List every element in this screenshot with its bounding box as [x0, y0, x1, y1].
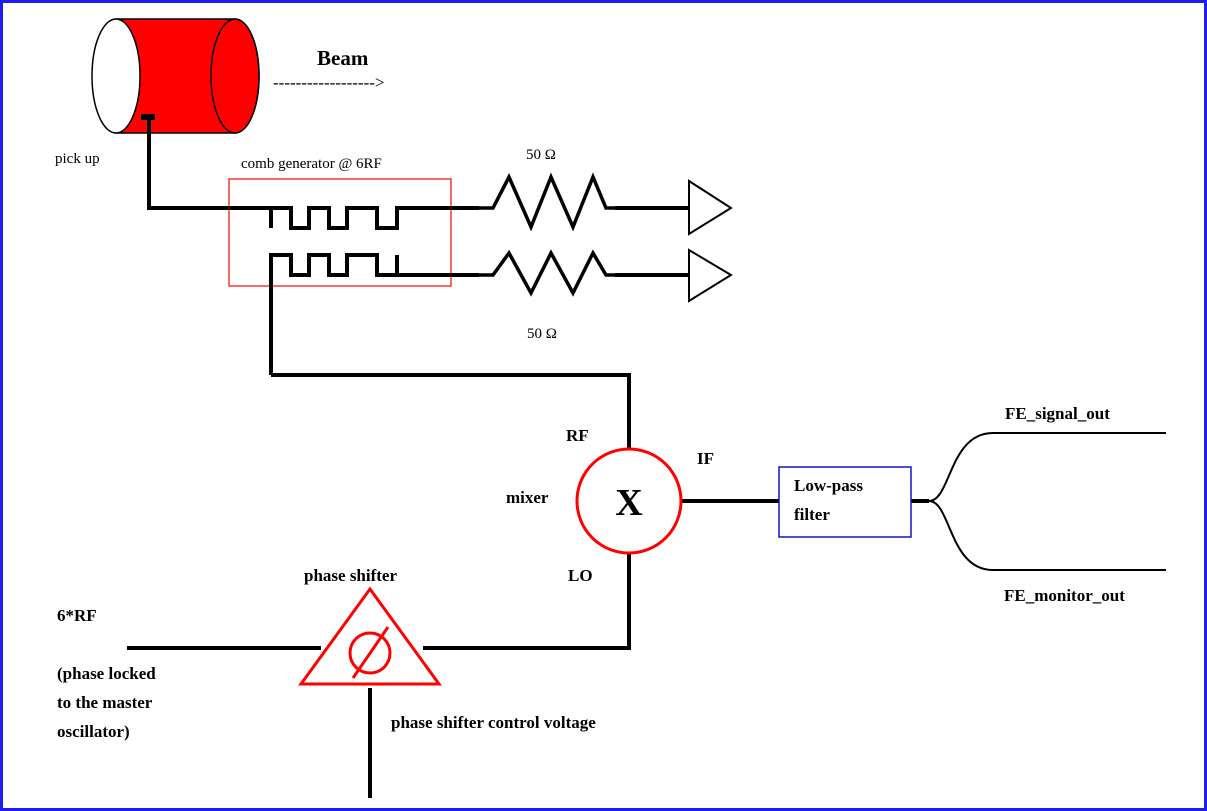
- resistor-top: [479, 172, 615, 232]
- phase-shifter-label: phase shifter: [304, 566, 397, 585]
- mixer-rf-port-label: RF: [566, 426, 589, 445]
- block-diagram: Beam ------------------> pick up comb ge…: [55, 18, 1166, 798]
- mixer-if-port-label: IF: [697, 449, 714, 468]
- mixer-circle: [575, 447, 683, 555]
- comb-generator-label: comb generator @ 6RF: [241, 156, 382, 172]
- comb-line-bottom: [269, 253, 479, 375]
- comb-line-top: [269, 206, 479, 230]
- pickup-wire: [147, 117, 271, 210]
- source-label: 6*RF: [57, 606, 97, 625]
- mixer-lo-port-label: LO: [568, 566, 593, 585]
- pickup-label: pick up: [55, 151, 100, 167]
- monitor-out-line: [928, 500, 1166, 571]
- phase-shifter-triangle: [298, 586, 442, 686]
- low-pass-filter-box: [778, 466, 912, 538]
- comb-generator-box: [228, 178, 452, 287]
- lo-wire: [423, 553, 631, 650]
- resistor-bottom: [479, 249, 615, 297]
- signal-out-line: [928, 432, 1166, 502]
- resistor-top-label: 50 Ω: [526, 147, 556, 163]
- source-note-line-3: oscillator): [57, 722, 130, 741]
- rf-wire: [271, 373, 631, 449]
- phase-shifter-control-label: phase shifter control voltage: [391, 713, 596, 732]
- mixer-symbol: X: [615, 482, 642, 524]
- source-note-line-1: (phase locked: [57, 664, 156, 683]
- pickup-cylinder: [91, 18, 260, 134]
- beam-arrow: ------------------>: [273, 73, 385, 92]
- termination-bottom: [688, 248, 733, 303]
- monitor-out-label: FE_monitor_out: [1004, 586, 1125, 605]
- filter-label-line1: Low-pass: [794, 476, 863, 495]
- phase-symbol-icon: [348, 631, 392, 675]
- termination-top: [688, 179, 733, 236]
- signal-out-label: FE_signal_out: [1005, 404, 1110, 423]
- mixer-label: mixer: [506, 488, 549, 507]
- filter-label-line2: filter: [794, 505, 830, 524]
- beam-label: Beam: [317, 46, 369, 70]
- source-note-line-2: to the master: [57, 693, 153, 712]
- resistor-bottom-label: 50 Ω: [527, 326, 557, 342]
